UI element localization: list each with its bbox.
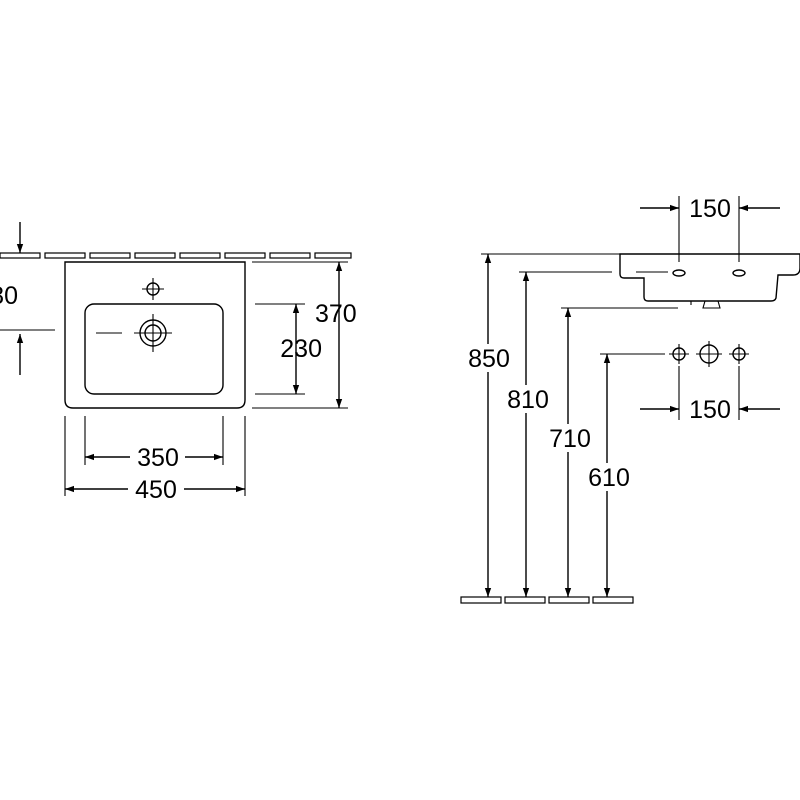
- dim-350-label: 350: [137, 444, 179, 472]
- side-view: 150 150: [460, 195, 800, 604]
- drain-icon: [96, 314, 172, 352]
- front-view: 180 370 230 350 450: [0, 222, 357, 504]
- tap-hole-left-icon: [672, 269, 686, 277]
- dim-230: 230: [255, 303, 322, 395]
- dim-850-label: 850: [468, 345, 510, 373]
- dim-710-label: 710: [549, 425, 591, 453]
- dim-850: 850: [463, 254, 519, 597]
- dim-180: 180: [0, 222, 55, 375]
- connection-symbols: [669, 341, 749, 367]
- tap-hole-icon: [142, 278, 164, 300]
- dim-710: 710: [544, 308, 600, 597]
- basin-outline: [64, 261, 246, 409]
- dim-370: 370: [252, 261, 357, 409]
- dim-450-label: 450: [135, 476, 177, 504]
- tap-hole-right-icon: [732, 269, 746, 277]
- dim-150-bottom: 150: [640, 366, 780, 424]
- wall-strip: [0, 252, 352, 259]
- dim-230-label: 230: [280, 335, 322, 363]
- connection-center-icon: [696, 341, 722, 367]
- connection-right-icon: [729, 344, 749, 364]
- dim-350: 350: [84, 416, 224, 472]
- dim-450: 450: [64, 416, 246, 504]
- dim-370-label: 370: [315, 300, 357, 328]
- dim-810: 810: [502, 272, 558, 597]
- dim-610-label: 610: [588, 464, 630, 492]
- dim-810-label: 810: [507, 386, 549, 414]
- dim-150-bottom-label: 150: [689, 396, 731, 424]
- dim-150-top-label: 150: [689, 195, 731, 223]
- floor-strip: [460, 596, 634, 604]
- connection-left-icon: [669, 344, 689, 364]
- dim-150-top: 150: [640, 195, 780, 262]
- dim-610: 610: [583, 354, 639, 597]
- dim-180-label: 180: [0, 282, 18, 310]
- basin-bowl: [84, 303, 224, 395]
- basin-profile: [619, 253, 800, 302]
